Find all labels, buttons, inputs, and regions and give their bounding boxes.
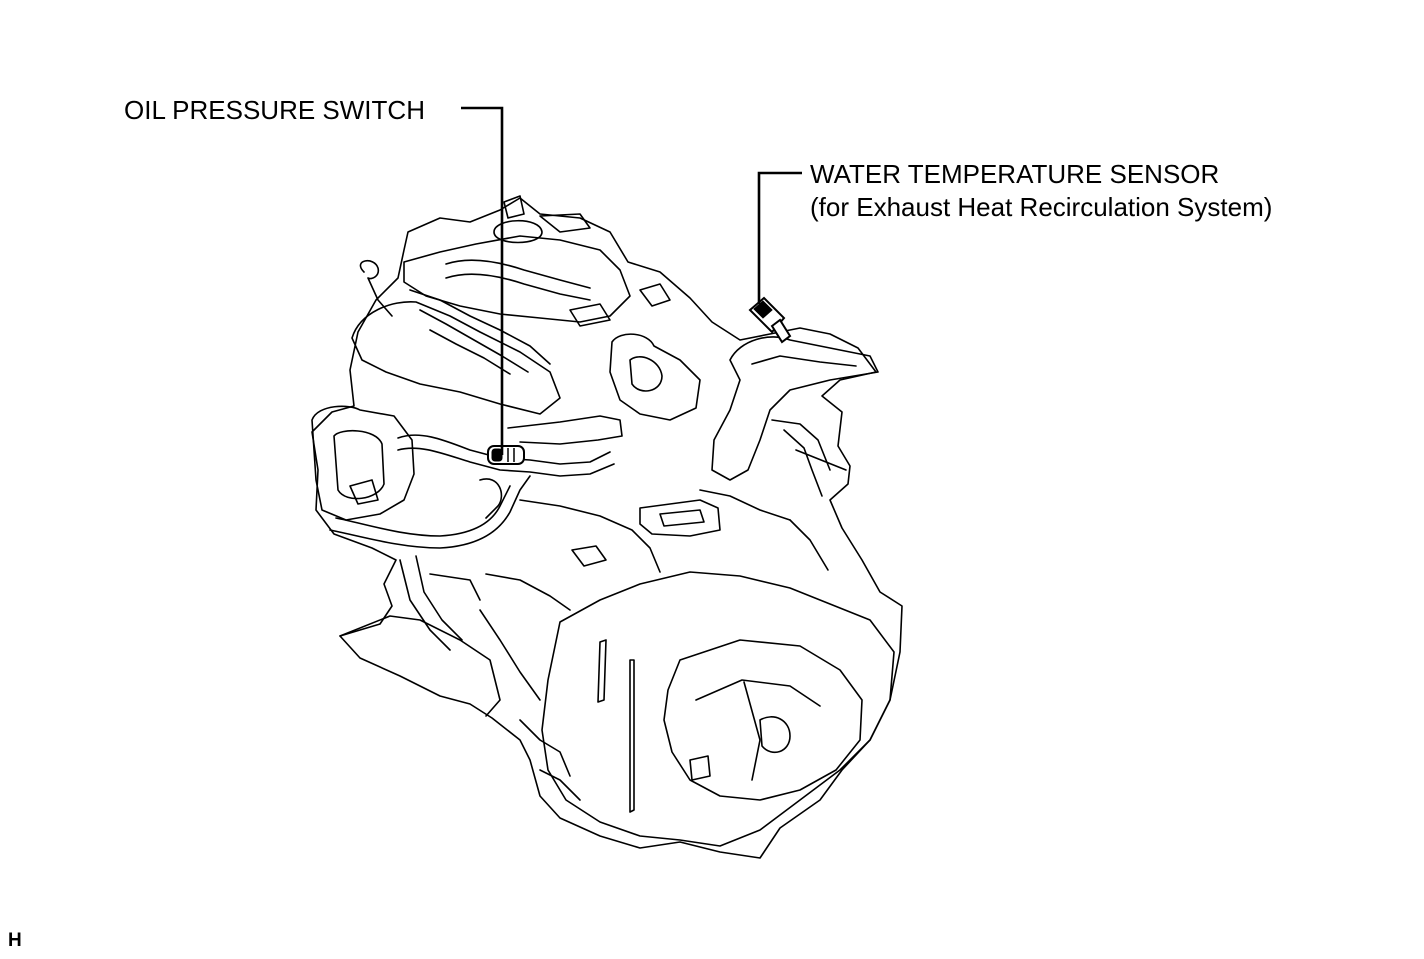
water-temperature-sensor-label: WATER TEMPERATURE SENSOR	[810, 159, 1220, 189]
reference-code: H	[8, 930, 22, 951]
hose-upper	[397, 434, 611, 465]
engine-outline	[311, 197, 903, 859]
water-temperature-sensor-leader	[757, 171, 802, 304]
water-temperature-sensor-note: (for Exhaust Heat Recirculation System)	[810, 192, 1273, 222]
engine-assembly-illustration	[311, 195, 903, 859]
oil-pressure-switch-part	[487, 445, 525, 465]
transaxle-housing	[541, 571, 895, 847]
hose-lower	[329, 475, 531, 549]
throttle-body	[311, 405, 415, 521]
alternator	[609, 333, 701, 421]
intake-manifold	[351, 301, 561, 415]
water-temperature-sensor-part	[748, 296, 792, 344]
oil-pressure-switch-leader	[461, 106, 504, 455]
valve-cover	[403, 235, 631, 323]
oil-pressure-switch-label: OIL PRESSURE SWITCH	[124, 95, 425, 125]
dipstick	[359, 260, 393, 317]
lower-block	[339, 615, 501, 717]
water-pipe	[711, 336, 879, 481]
